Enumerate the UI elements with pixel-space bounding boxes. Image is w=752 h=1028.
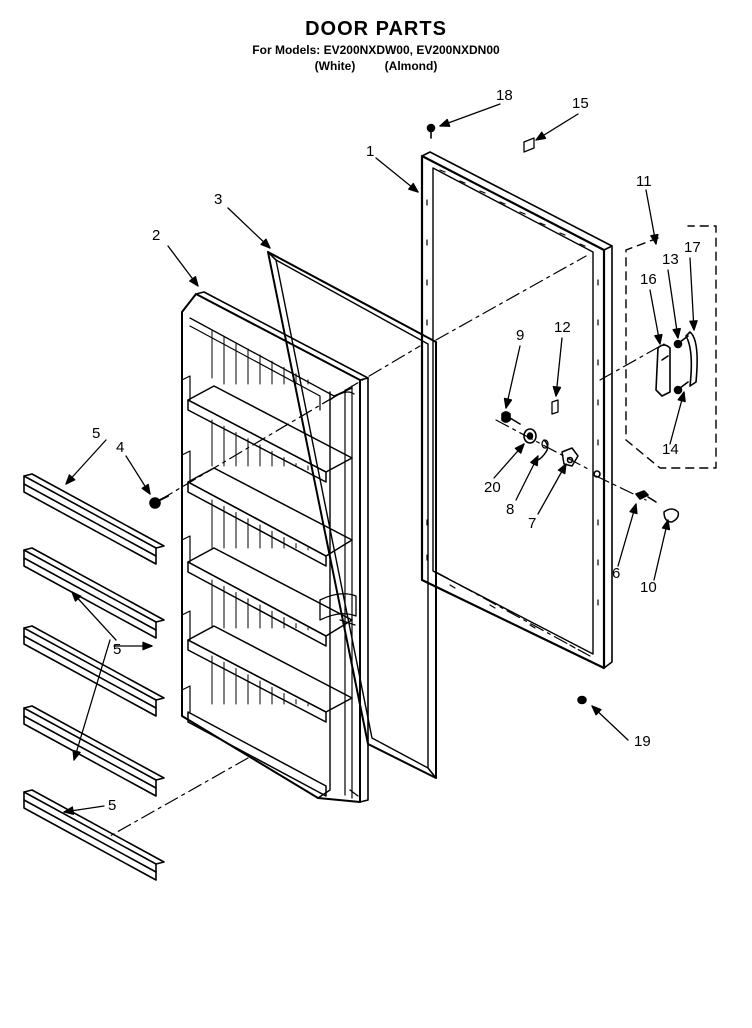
leader-arrowhead [535,131,547,141]
leader-lines [63,103,698,815]
shelf-rail-3 [23,625,165,717]
plug-part-15 [523,137,535,153]
callout-5a: 5 [92,425,100,442]
color-almond-label: (Almond) [384,59,438,73]
leader-line [667,269,679,339]
callout-2: 2 [152,227,160,244]
callout-8: 8 [506,501,514,518]
leader-line [505,345,521,409]
color-line: (White) (Almond) [0,59,752,73]
screw-part-9 [501,411,521,425]
callout-9: 9 [516,327,524,344]
leader-line [71,591,117,641]
leader-line [65,439,107,485]
retainer-part-12 [551,399,559,415]
spring-part-8 [537,439,549,461]
leader-arrowhead [689,320,698,331]
liner-ribs [211,329,309,707]
shelf-rail-5 [23,789,165,881]
plug-part-19 [577,695,587,705]
leader-arrowhead [71,591,82,602]
hinge-screw-14 [673,381,689,395]
callout-20: 20 [484,479,501,496]
callout-12: 12 [554,319,571,336]
leader-arrowhead [142,641,153,651]
leader-arrowhead [629,503,638,515]
leader-arrowhead [141,483,151,495]
callout-13: 13 [662,251,679,268]
cam-part-7 [561,447,579,467]
leader-arrowhead [503,397,513,409]
callout-14: 14 [662,441,679,458]
shelf-rail-2 [23,547,165,639]
leader-line [227,207,271,249]
shelf-rail-1 [23,473,165,565]
leader-arrowhead [672,327,681,339]
callout-4: 4 [116,439,124,456]
inner-door-liner [181,291,369,803]
leader-arrowhead [189,275,199,287]
leader-arrowhead [72,749,81,761]
leader-line [653,519,669,581]
color-white-label: (White) [314,59,356,73]
shelf-rails [23,473,165,881]
callout-17: 17 [684,239,701,256]
diagram-title: DOOR PARTS [305,18,447,40]
callout-6: 6 [612,565,620,582]
leader-arrowhead [530,455,539,467]
shelf-rail-4 [23,705,165,797]
leader-line [555,337,563,397]
hinge-assembly-box [625,225,717,469]
leader-arrowhead [63,806,75,815]
leader-arrowhead [650,233,659,245]
leader-arrowhead [514,443,525,454]
callout-16: 16 [640,271,657,288]
screw-part-18 [426,123,436,139]
leader-arrowhead [661,519,671,531]
washer-part-20 [523,428,537,444]
leader-arrowhead [408,182,419,193]
models-line: For Models: EV200NXDW00, EV200NXDN00 [252,43,500,57]
callout-19: 19 [634,733,651,750]
screw-part-6 [635,490,657,503]
leader-arrowhead [552,386,562,397]
callout-5b: 5 [113,641,121,658]
outer-door-panel [420,151,613,670]
hinge-cover-17 [685,331,698,387]
callout-7: 7 [528,515,536,532]
hinge-screw-13 [673,335,689,349]
leader-arrowhead [439,118,451,127]
leader-arrowhead [591,705,602,716]
hinge-bracket-16 [655,344,671,397]
callout-18: 18 [496,87,513,104]
callout-10: 10 [640,579,657,596]
leader-arrowhead [260,238,271,249]
assembly-lines [109,255,665,837]
door-gasket [267,251,437,779]
cap-part-10 [663,508,680,523]
callout-1: 1 [366,143,374,160]
leader-line [439,103,501,127]
callout-15: 15 [572,95,589,112]
screw-part-4 [149,495,169,509]
leader-line [689,257,695,331]
callout-3: 3 [214,191,222,208]
leader-line [617,503,637,567]
leader-arrowhead [677,391,686,403]
callout-5c: 5 [108,797,116,814]
leader-line [73,639,111,761]
leader-arrowhead [65,474,76,485]
callout-11: 11 [636,173,652,190]
leader-arrowhead [654,333,663,345]
leader-arrowhead [557,463,567,475]
callout-numbers: 1 2 3 4 5 5 5 6 7 8 9 10 11 12 13 14 15 … [92,87,701,814]
